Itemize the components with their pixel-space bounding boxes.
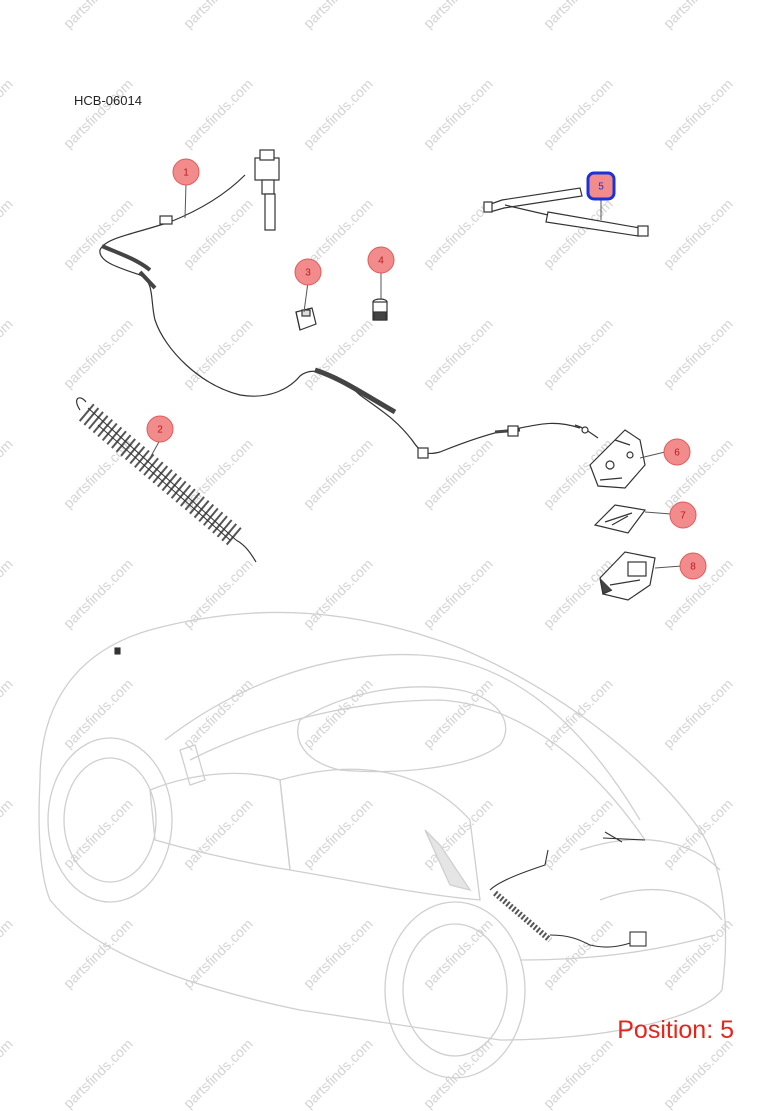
- callout-marker-label: 7: [680, 511, 686, 522]
- part-4-bumper[interactable]: [372, 298, 388, 321]
- parts-diagram: 1 2 3 4 5 6 7 8: [38, 149, 727, 1079]
- callout-marker-label: 5: [598, 182, 604, 193]
- position-indicator: Position: 5: [617, 1016, 734, 1044]
- callout-leaders: [149, 183, 683, 569]
- part-6-latch[interactable]: [589, 429, 646, 489]
- callout-markers[interactable]: 1 2 3 4 5 6 7 8: [146, 158, 707, 580]
- car-outline: [38, 611, 727, 1079]
- callout-marker-label: 4: [378, 256, 384, 267]
- part-2-spring[interactable]: [76, 397, 257, 563]
- callout-marker-label: 6: [674, 448, 680, 459]
- callout-marker-8[interactable]: 8: [679, 552, 707, 580]
- part-7-bracket[interactable]: [593, 504, 647, 534]
- diagram-code: HCB-06014: [74, 93, 142, 108]
- callout-marker-label: 3: [305, 268, 311, 279]
- part-5-gas-strut[interactable]: [483, 187, 649, 237]
- part-8-lock[interactable]: [599, 551, 656, 601]
- callout-marker-6[interactable]: 6: [663, 438, 691, 466]
- callout-marker-2[interactable]: 2: [146, 415, 174, 443]
- part-1-wiring-harness[interactable]: [99, 149, 599, 459]
- callout-marker-5[interactable]: 5: [586, 171, 616, 201]
- callout-marker-label: 1: [183, 168, 189, 179]
- callout-marker-1[interactable]: 1: [172, 158, 200, 186]
- part-3-clip[interactable]: [295, 307, 317, 331]
- callout-marker-3[interactable]: 3: [294, 258, 322, 286]
- callout-marker-7[interactable]: 7: [669, 501, 697, 529]
- callout-marker-label: 8: [690, 562, 696, 573]
- callout-marker-4[interactable]: 4: [367, 246, 395, 274]
- callout-marker-label: 2: [157, 425, 163, 436]
- car-trunk-components: [114, 647, 647, 948]
